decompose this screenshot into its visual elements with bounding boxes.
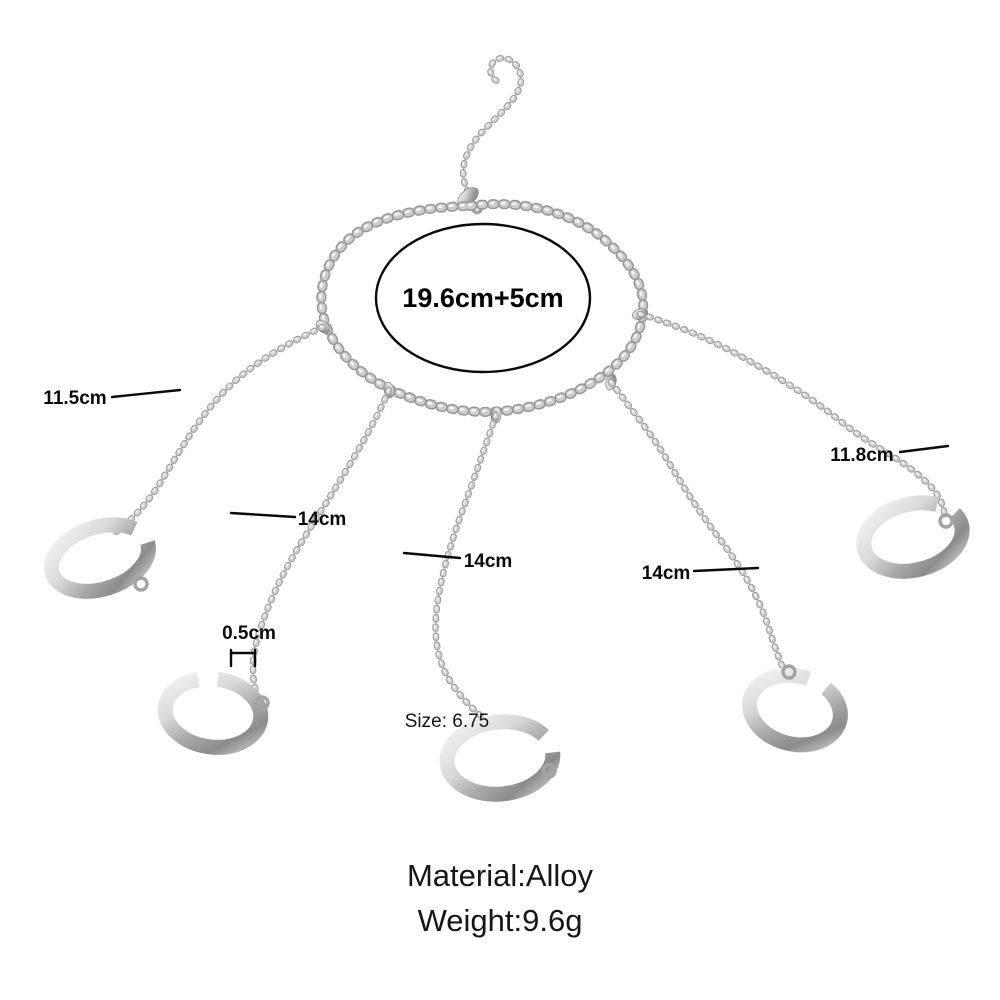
measurement-second-chain: 14cm [229,509,347,530]
measurement-label: 14cm [298,509,347,530]
ring-2 [157,671,270,755]
ring-connector-icon [781,664,797,680]
measurement-ring-band: 0.5cm [222,623,276,668]
measurement-leader-line [692,566,760,573]
measurement-label: 11.8cm [830,445,893,466]
finger-chain-5 [631,308,945,518]
measurement-leader-line [898,444,950,454]
measurement-left-chain: 11.5cm [43,388,182,409]
ring-5 [856,495,970,579]
finger-chain-2 [252,381,395,698]
measurement-label: 11.5cm [43,388,106,409]
ring-connector-icon [254,695,270,711]
measurement-label: 14cm [464,551,513,572]
measurement-label: 0.5cm [222,623,276,644]
ring-connector-icon [133,576,149,592]
measurement-leader-line [229,511,297,519]
finger-chain-1 [115,320,331,532]
oval-outline [374,222,592,374]
extension-chain [462,57,521,192]
weight-label: Weight:9.6g [418,903,583,938]
measurement-leader-line [110,388,182,399]
measurement-middle-chain: 14cm [402,551,513,572]
ring-1 [43,517,157,599]
material-label: Material:Alloy [407,858,594,893]
size-oval-annotation: 19.6cm+5cm [374,222,592,374]
ring-connector-icon [938,513,954,529]
ring-size-label: Size: 6.75 [405,711,490,732]
measurement-right-chain: 11.8cm [830,444,950,466]
measurement-fourth-chain: 14cm [642,563,760,584]
measurement-bracket [229,648,257,668]
ring-connector-icon [541,763,557,779]
measurement-label: 14cm [642,563,691,584]
finger-chain-3 [435,406,502,722]
bracelet-size-label: 19.6cm+5cm [402,283,563,313]
ring-4 [742,664,848,753]
finger-chain-4 [605,373,788,678]
measurement-leader-line [402,551,462,560]
